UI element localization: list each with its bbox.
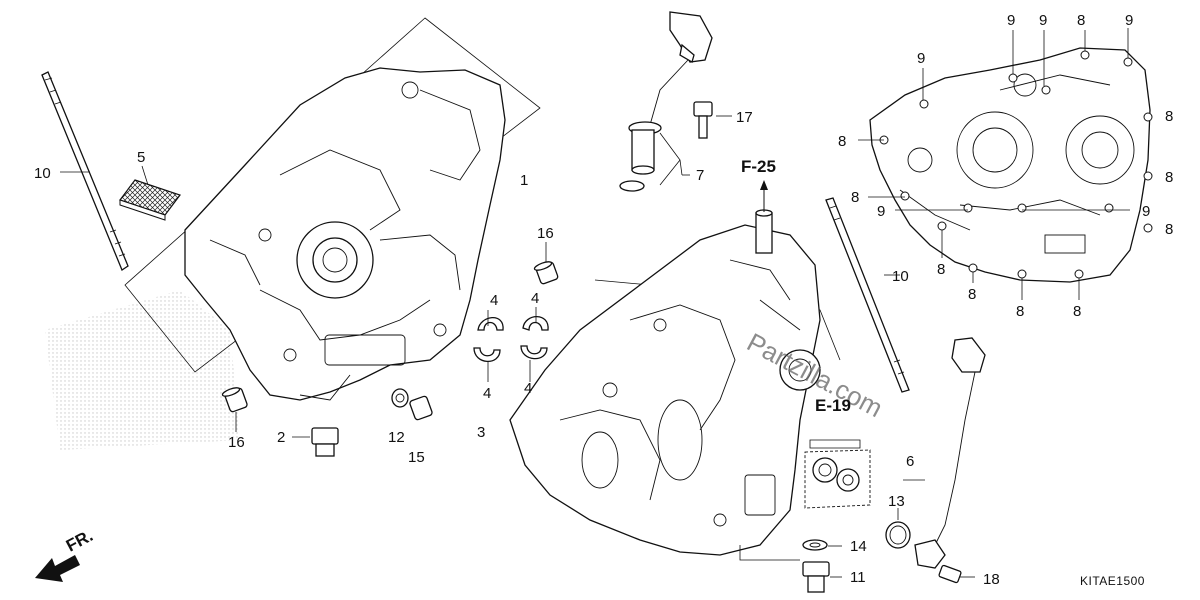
callout-3: 3	[477, 424, 485, 441]
callout-8: 8	[838, 133, 846, 150]
speed-sensor	[914, 337, 986, 584]
callout-2: 2	[277, 429, 285, 446]
callout-8: 8	[937, 261, 945, 278]
dowel-pin-upper	[533, 261, 559, 285]
callout-9: 9	[917, 50, 925, 67]
callout-8: 8	[1077, 12, 1085, 29]
callout-1: 1	[520, 172, 528, 189]
leader-lines	[60, 28, 1130, 578]
oil-seals-detail	[804, 439, 871, 509]
callout-15: 15	[408, 449, 425, 466]
bolt-11	[802, 561, 830, 593]
diagram-code: KITAE1500	[1080, 574, 1145, 588]
callout-9: 9	[877, 203, 885, 220]
callouts: 1 2 3 4 4 4 4 5 6 7 10 10 11 12 13 14 15…	[34, 12, 1173, 588]
right-crankcase-half	[509, 209, 841, 561]
reference-e19[interactable]: E-19	[815, 396, 851, 415]
front-direction-arrow	[35, 555, 80, 582]
shaded-area	[45, 290, 240, 450]
dowel-pin-lower	[221, 387, 248, 413]
callout-10: 10	[34, 165, 51, 182]
stud-bolt-left	[41, 71, 129, 271]
callout-4: 4	[524, 380, 532, 397]
callout-4: 4	[490, 292, 498, 309]
left-crankcase-half	[124, 17, 541, 401]
stud-bolt-right	[825, 197, 910, 393]
callout-7: 7	[696, 167, 704, 184]
reference-arrow-top	[760, 180, 768, 212]
callout-5: 5	[137, 149, 145, 166]
callout-8: 8	[1165, 108, 1173, 125]
bearing-shells	[473, 315, 549, 363]
callout-10: 10	[892, 268, 909, 285]
callout-8: 8	[968, 286, 976, 303]
callout-13: 13	[888, 493, 905, 510]
callout-9: 9	[1142, 203, 1150, 220]
crankcase-bolt-layout	[869, 47, 1153, 283]
callout-14: 14	[850, 538, 867, 555]
callout-9: 9	[1125, 12, 1133, 29]
drain-plug	[311, 427, 339, 457]
oil-level-gauge	[619, 11, 713, 192]
callout-4: 4	[483, 385, 491, 402]
callout-8: 8	[1165, 221, 1173, 238]
callout-16: 16	[228, 434, 245, 451]
callout-9: 9	[1039, 12, 1047, 29]
strainer-screen	[119, 179, 181, 221]
o-ring-13	[885, 521, 911, 549]
callout-9: 9	[1007, 12, 1015, 29]
callout-8: 8	[1073, 303, 1081, 320]
front-label: FR.	[63, 526, 96, 556]
bolt-17	[693, 101, 713, 139]
reference-f25[interactable]: F-25	[741, 157, 776, 176]
callout-12: 12	[388, 429, 405, 446]
callout-17: 17	[736, 109, 753, 126]
callout-11: 11	[850, 569, 866, 586]
washer-14	[802, 539, 828, 551]
callout-4: 4	[531, 290, 539, 307]
callout-18: 18	[983, 571, 1000, 588]
callout-6: 6	[906, 453, 914, 470]
washer-12	[391, 388, 409, 408]
callout-8: 8	[851, 189, 859, 206]
callout-8: 8	[1165, 169, 1173, 186]
callout-16: 16	[537, 225, 554, 242]
callout-8: 8	[1016, 303, 1024, 320]
collar-15	[409, 395, 433, 421]
